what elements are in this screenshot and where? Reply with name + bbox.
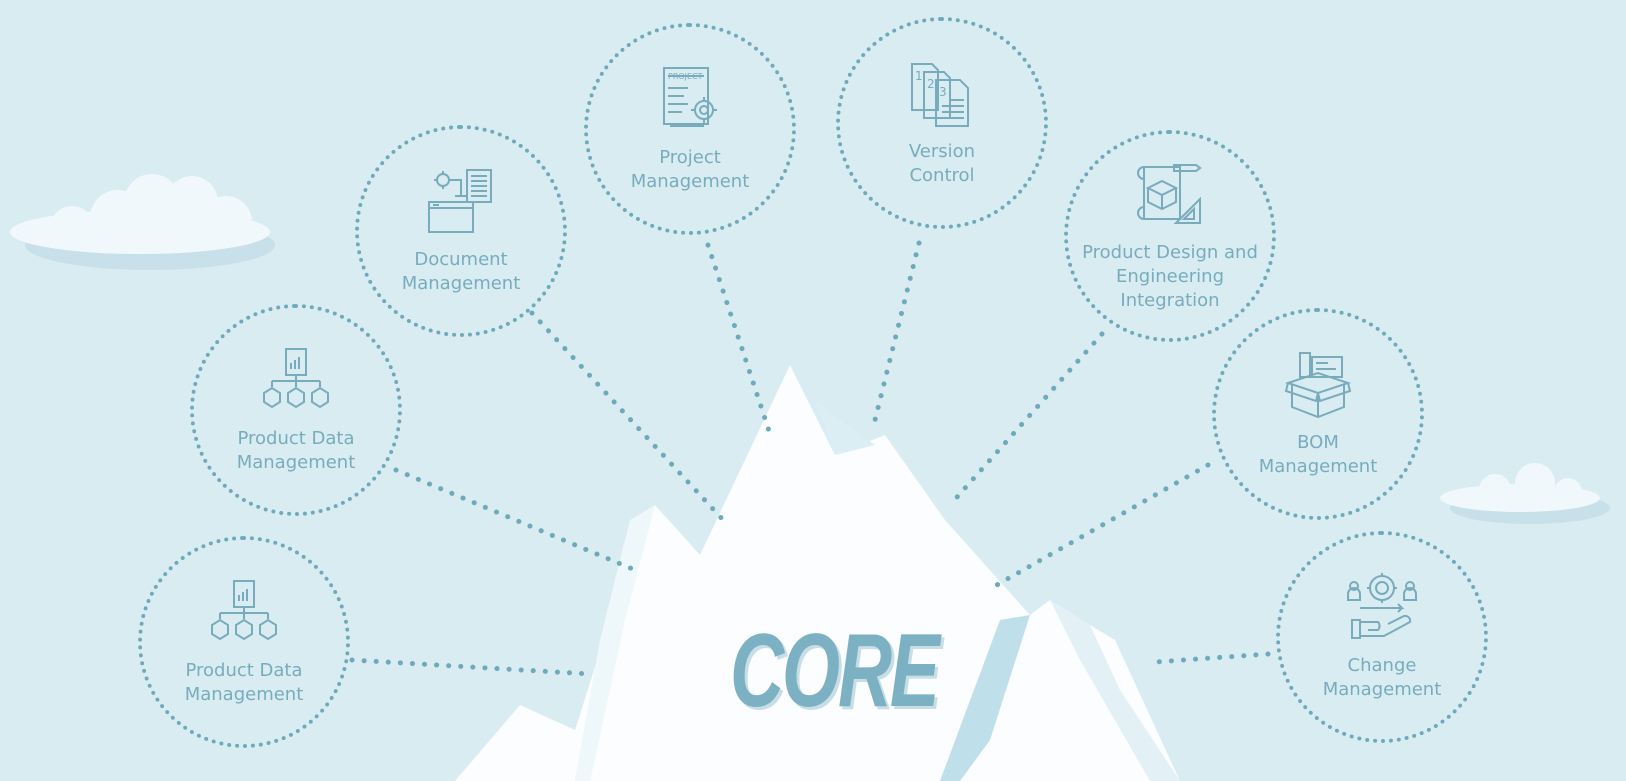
node-change-management: Change Management <box>1276 531 1488 743</box>
node-document-management: Document Management <box>355 125 567 337</box>
connector-document <box>529 310 728 525</box>
connector-bom <box>992 462 1211 589</box>
node-label: Version Control <box>908 141 976 186</box>
svg-text:1: 1 <box>915 69 923 83</box>
document-folder-gear-icon <box>428 169 492 233</box>
node-label: Document Management <box>401 249 521 294</box>
connector-change <box>1152 651 1271 665</box>
connector-project <box>705 242 775 443</box>
node-version-control: 1 2 3 Version Control <box>836 17 1048 229</box>
node-label: Product Design and Engineering Integrati… <box>1082 242 1258 311</box>
connector-pdm-lower <box>349 657 593 677</box>
node-bom-management: BOM Management <box>1212 308 1424 520</box>
project-gear-icon: PROJECT <box>663 67 717 127</box>
svg-text:PROJECT: PROJECT <box>668 72 703 81</box>
connector-pdm-upper <box>393 467 638 573</box>
node-project-management: PROJECT Project Management <box>584 23 796 235</box>
connector-design <box>947 331 1105 508</box>
node-product-data-management-upper: Product Data Management <box>190 304 402 516</box>
numbered-documents-icon: 1 2 3 <box>911 63 969 127</box>
iceberg <box>455 365 1180 781</box>
connectors <box>349 240 1271 677</box>
svg-text:3: 3 <box>939 85 947 99</box>
connector-version <box>870 240 922 431</box>
node-product-data-management-lower: Product Data Management <box>138 536 350 748</box>
cloud-right <box>1440 463 1610 524</box>
data-hierarchy-icon <box>263 348 329 409</box>
node-label: Product Data Management <box>236 428 356 473</box>
hand-gear-people-icon <box>1347 573 1417 639</box>
data-hierarchy-icon <box>211 580 277 641</box>
node-product-design-engineering: Product Design and Engineering Integrati… <box>1064 130 1276 342</box>
node-label: Project Management <box>630 147 750 192</box>
node-label: Product Data Management <box>184 660 304 705</box>
blueprint-box-icon <box>1137 164 1202 224</box>
core-title: CORE <box>730 613 940 729</box>
svg-text:2: 2 <box>927 77 935 91</box>
open-box-icon <box>1284 352 1352 419</box>
node-label: BOM Management <box>1258 432 1378 477</box>
node-label: Change Management <box>1322 655 1442 700</box>
cloud-left <box>10 174 275 270</box>
